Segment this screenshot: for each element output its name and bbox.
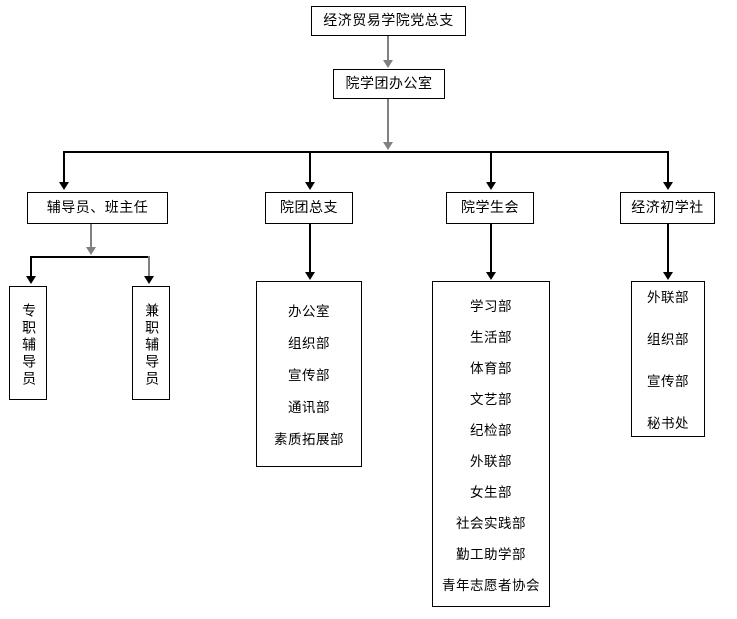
node-office-label: 院学团办公室 <box>345 75 433 92</box>
list-item[interactable]: 宣传部 <box>288 368 330 384</box>
node-branch-student-union[interactable]: 院学生会 <box>446 192 534 224</box>
arrowhead-office-to-bus <box>383 142 393 150</box>
node-root[interactable]: 经济贸易学院党总支 <box>311 6 466 36</box>
list-item[interactable]: 女生部 <box>470 484 512 501</box>
node-counselor-part-time-label: 兼职辅导员 <box>143 302 160 388</box>
node-office[interactable]: 院学团办公室 <box>333 69 445 99</box>
connector-student-union-to-departments <box>490 224 492 274</box>
list-item[interactable]: 外联部 <box>470 453 512 470</box>
arrowhead-bus-to-counselor <box>59 182 69 190</box>
arrowhead-bus-to-part-time <box>144 276 154 284</box>
arrowhead-bus-to-society <box>663 182 673 190</box>
connector-bus-to-counselor <box>63 151 65 184</box>
list-item[interactable]: 宣传部 <box>647 374 689 390</box>
arrowhead-counselor-to-bus <box>86 247 96 255</box>
list-youth-league-departments[interactable]: 办公室 组织部 宣传部 通讯部 素质拓展部 <box>256 281 362 467</box>
list-item[interactable]: 组织部 <box>288 336 330 352</box>
arrowhead-bus-to-youth-league <box>305 182 315 190</box>
list-item[interactable]: 素质拓展部 <box>274 432 344 448</box>
connector-bus-counselor-children <box>30 256 149 258</box>
connector-society-to-departments <box>667 224 669 274</box>
arrowhead-bus-to-student-union <box>486 182 496 190</box>
node-branch-counselor[interactable]: 辅导员、班主任 <box>27 192 168 224</box>
connector-counselor-to-bus <box>90 224 93 249</box>
connector-bus-to-society <box>667 151 669 184</box>
connector-office-to-bus <box>387 99 390 143</box>
arrowhead-society-to-departments <box>663 272 673 280</box>
list-item[interactable]: 社会实践部 <box>456 515 526 532</box>
list-item[interactable]: 勤工助学部 <box>456 546 526 563</box>
list-item[interactable]: 文艺部 <box>470 391 512 408</box>
node-branch-youth-league-label: 院团总支 <box>280 199 338 216</box>
connector-root-to-office <box>387 36 390 62</box>
node-counselor-part-time[interactable]: 兼职辅导员 <box>132 286 170 400</box>
list-student-union-departments[interactable]: 学习部 生活部 体育部 文艺部 纪检部 外联部 女生部 社会实践部 勤工助学部 … <box>432 281 550 607</box>
arrowhead-bus-to-full-time <box>26 276 36 284</box>
list-item[interactable]: 青年志愿者协会 <box>442 577 540 594</box>
node-branch-student-union-label: 院学生会 <box>461 199 519 216</box>
node-branch-counselor-label: 辅导员、班主任 <box>46 199 149 216</box>
list-item[interactable]: 通讯部 <box>288 400 330 416</box>
node-branch-society[interactable]: 经济初学社 <box>620 192 715 224</box>
arrowhead-root-to-office <box>383 60 393 68</box>
node-counselor-full-time-label: 专职辅导员 <box>20 302 37 388</box>
connector-bus-level2 <box>63 151 668 153</box>
arrowhead-student-union-to-departments <box>486 272 496 280</box>
list-item[interactable]: 办公室 <box>288 304 330 320</box>
list-item[interactable]: 秘书处 <box>647 416 689 432</box>
arrowhead-youth-league-to-departments <box>305 272 315 280</box>
node-root-label: 经济贸易学院党总支 <box>323 12 454 29</box>
list-society-departments[interactable]: 外联部 组织部 宣传部 秘书处 <box>631 281 705 437</box>
node-branch-youth-league[interactable]: 院团总支 <box>265 192 353 224</box>
list-item[interactable]: 生活部 <box>470 329 512 346</box>
list-item[interactable]: 纪检部 <box>470 422 512 439</box>
list-item[interactable]: 外联部 <box>647 290 689 306</box>
connector-bus-to-student-union <box>490 151 492 184</box>
list-item[interactable]: 体育部 <box>470 360 512 377</box>
node-branch-society-label: 经济初学社 <box>631 199 704 216</box>
connector-youth-league-to-departments <box>309 224 311 274</box>
list-item[interactable]: 组织部 <box>647 332 689 348</box>
connector-bus-to-part-time <box>148 256 151 278</box>
node-counselor-full-time[interactable]: 专职辅导员 <box>9 286 47 400</box>
list-item[interactable]: 学习部 <box>470 298 512 315</box>
connector-bus-to-youth-league <box>309 151 311 184</box>
connector-bus-to-full-time <box>30 256 32 278</box>
